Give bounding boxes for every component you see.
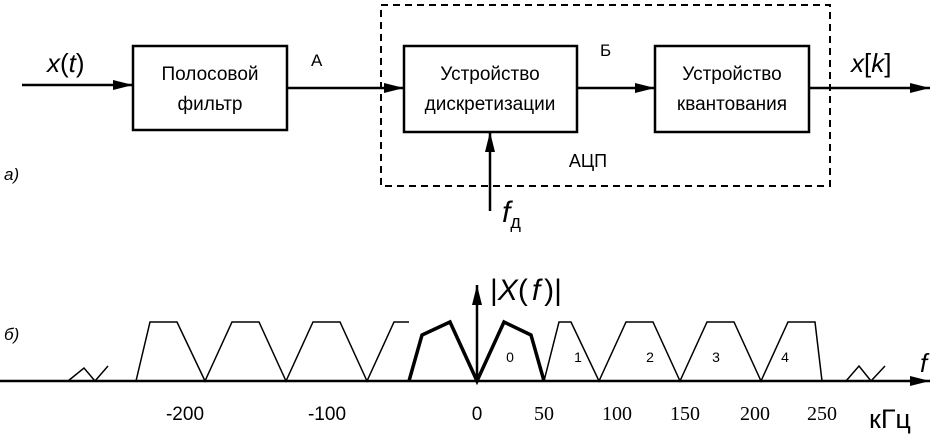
band-index-4: 4 — [781, 349, 789, 365]
tick-label-neg100: -100 — [308, 404, 346, 425]
tick-label-50: 50 — [534, 403, 554, 425]
band-index-1: 1 — [574, 349, 582, 365]
point-b-label: Б — [600, 41, 611, 60]
bandpass-filter-line2: фильтр — [177, 94, 242, 115]
part-a-label: а) — [4, 165, 19, 184]
tick-label-150: 150 — [670, 403, 700, 425]
alias-mark-left — [67, 365, 109, 383]
frequency-axis-label: f — [920, 348, 930, 378]
tick-label-100: 100 — [602, 403, 632, 425]
quantizer-block — [653, 44, 811, 134]
part-b-label: б) — [4, 325, 19, 344]
frequency-unit-label: кГц — [869, 404, 911, 434]
spectrum-plot: б) f |X(f)| 0 1 2 3 4 -200 -100 0 50 100… — [0, 274, 930, 434]
tick-label-neg200: -200 — [166, 404, 204, 425]
tick-label-250: 250 — [807, 403, 837, 425]
spectrum-copies-positive — [543, 321, 823, 383]
output-signal-label: x[k] — [849, 48, 891, 78]
point-a-label: А — [311, 51, 323, 70]
spectrum-copies-negative — [135, 321, 409, 383]
band-index-2: 2 — [646, 349, 654, 365]
sampler-line1: Устройство — [440, 64, 539, 85]
sampler-block — [402, 44, 579, 134]
bandpass-filter-line1: Полосовой — [161, 64, 258, 85]
adc-boundary — [380, 4, 831, 187]
bandpass-filter-block — [131, 44, 289, 132]
baseband-spectrum — [407, 319, 546, 386]
adc-label: АЦП — [569, 151, 607, 171]
band-index-0: 0 — [506, 349, 514, 365]
band-index-3: 3 — [712, 349, 720, 365]
alias-mark-right — [845, 364, 886, 383]
tick-label-200: 200 — [740, 403, 770, 425]
quantizer-line2: квантования — [677, 94, 787, 115]
block-diagram: x(t) Полосовой фильтр А АЦП Устройство д… — [4, 4, 930, 232]
quantizer-line1: Устройство — [682, 64, 781, 85]
spectrum-label: |X(f)| — [490, 274, 562, 307]
sampling-freq-label: fд — [502, 196, 521, 232]
sampler-line2: дискретизации — [425, 94, 556, 115]
tick-label-0: 0 — [472, 404, 483, 425]
input-signal-label: x(t) — [45, 48, 85, 78]
